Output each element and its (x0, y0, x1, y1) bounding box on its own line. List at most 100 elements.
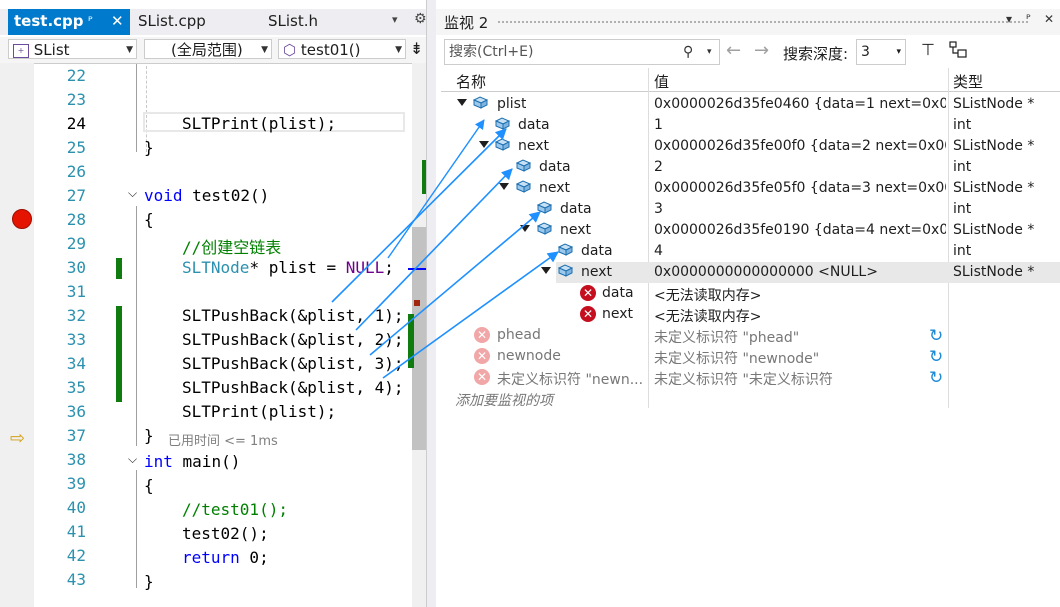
watch-type: SListNode * (953, 180, 1035, 196)
code-line-36[interactable]: SLTPrint(plist); (182, 402, 337, 421)
watch-row[interactable]: next 0x0000026d35fe00f0 {data=2 next=0x0… (441, 136, 1060, 157)
macro-name: NULL (345, 258, 385, 277)
watch-row[interactable]: ✕ 未定义标识符 "newn... 未定义标识符 "未定义标识符 ↻ (441, 367, 1060, 388)
split-icon[interactable]: ⇟ (410, 39, 424, 58)
watch-row[interactable]: data 3 int (441, 199, 1060, 220)
forward-arrow-icon[interactable]: → (754, 40, 770, 61)
code-line-37[interactable]: } (144, 426, 154, 445)
expand-hierarchy-icon[interactable] (948, 40, 968, 60)
indent-guide (146, 66, 147, 152)
watch-search-input[interactable]: 搜索(Ctrl+E) ⚲ ▾ (444, 39, 720, 65)
watch-row[interactable]: ✕ phead 未定义标识符 "phead" ↻ (441, 325, 1060, 346)
watch-name: data (539, 159, 571, 175)
breakpoint-icon[interactable] (12, 209, 32, 229)
member-dropdown[interactable]: ⬡ test01() ▼ (278, 39, 406, 59)
breakpoint-gutter[interactable] (0, 63, 34, 607)
pane-splitter[interactable] (426, 0, 436, 607)
code-line-43[interactable]: } (144, 572, 154, 591)
watch-name: next (518, 138, 550, 154)
watch-row[interactable]: data 4 int (441, 241, 1060, 262)
chevron-down-icon[interactable]: ▾ (1006, 12, 1013, 26)
column-value[interactable]: 值 (654, 73, 670, 91)
search-icon[interactable]: ⚲ (683, 44, 694, 60)
line-number: 27 (66, 186, 86, 205)
watch-value: 1 (654, 117, 663, 133)
column-name[interactable]: 名称 (456, 73, 487, 91)
variable-icon (516, 159, 531, 172)
back-arrow-icon[interactable]: ← (726, 40, 742, 61)
collapse-triangle-icon[interactable] (499, 183, 509, 190)
function-signature: test02() (182, 186, 270, 205)
line-number: 43 (66, 570, 86, 589)
watch-row-selected[interactable]: next 0x0000000000000000 <NULL> SListNode… (541, 262, 1060, 283)
column-type[interactable]: 类型 (953, 73, 984, 91)
watch-row[interactable]: next 0x0000026d35fe0190 {data=4 next=0x0… (441, 220, 1060, 241)
refresh-icon[interactable]: ↻ (929, 347, 944, 367)
column-divider[interactable] (648, 68, 649, 408)
collapse-triangle-icon[interactable] (479, 141, 489, 148)
column-divider[interactable] (948, 68, 949, 408)
code-line-41[interactable]: test02(); (182, 524, 269, 543)
watch-row[interactable]: data 2 int (441, 157, 1060, 178)
code-line-40[interactable]: //test01(); (182, 500, 288, 519)
code-line-33[interactable]: SLTPushBack(&plist, 2); (182, 330, 404, 349)
collapse-icon[interactable]: ⌵ (128, 186, 138, 200)
collapse-triangle-icon[interactable] (520, 225, 530, 232)
code-line-35[interactable]: SLTPushBack(&plist, 4); (182, 378, 404, 397)
watch-value: <无法读取内存> (654, 288, 762, 304)
tab-slist-h[interactable]: SList.h (268, 12, 319, 30)
watch-row[interactable]: ✕ next <无法读取内存> (441, 304, 1060, 325)
pin-icon[interactable]: ⊤ (921, 40, 935, 59)
code-line-28[interactable]: { (144, 210, 154, 229)
project-dropdown[interactable]: + SList ▼ (8, 39, 137, 59)
code-line-30[interactable]: SLTNode* plist = NULL; (182, 258, 394, 277)
add-watch-item[interactable]: 添加要监视的项 (455, 393, 553, 409)
instruction-pointer-icon: ⇨ (10, 428, 26, 449)
refresh-icon[interactable]: ↻ (929, 368, 944, 388)
code-line-34[interactable]: SLTPushBack(&plist, 3); (182, 354, 404, 373)
pin-icon[interactable]: ᴾ (88, 14, 93, 28)
watch-row[interactable]: data 1 int (441, 115, 1060, 136)
collapse-triangle-icon[interactable] (541, 267, 551, 274)
close-icon[interactable]: ✕ (1044, 12, 1055, 26)
tab-test-cpp[interactable]: test.cpp ᴾ ✕ (8, 9, 130, 35)
line-number: 33 (66, 330, 86, 349)
code-line-38[interactable]: int main() (144, 452, 240, 471)
tab-slist-cpp[interactable]: SList.cpp (138, 12, 206, 30)
collapse-triangle-icon[interactable] (457, 99, 467, 106)
line-number: 32 (66, 306, 86, 325)
collapse-icon[interactable]: ⌵ (128, 452, 138, 466)
watch-row[interactable]: ✕ newnode 未定义标识符 "newnode" ↻ (441, 346, 1060, 367)
close-icon[interactable]: ✕ (111, 12, 124, 30)
code-line-29[interactable]: //创建空链表 (182, 238, 282, 257)
watch-row[interactable]: plist 0x0000026d35fe0460 {data=1 next=0x… (441, 94, 1060, 115)
search-placeholder: 搜索(Ctrl+E) (449, 44, 534, 60)
drag-grip[interactable] (498, 21, 1028, 27)
keyword: return (182, 548, 240, 567)
error-icon: ✕ (474, 369, 490, 385)
code-line-42[interactable]: return 0; (182, 548, 269, 567)
watch-type: SListNode * (953, 138, 1035, 154)
code-line-39[interactable]: { (144, 476, 154, 495)
outline-line (136, 206, 137, 446)
watch-row[interactable]: next 0x0000026d35fe05f0 {data=3 next=0x0… (441, 178, 1060, 199)
watch-name: data (602, 285, 634, 301)
code-line-24[interactable]: SLTPrint(plist); (182, 114, 337, 133)
watch-name: newnode (497, 348, 561, 364)
tab-overflow-icon[interactable]: ▾ (392, 13, 398, 26)
scope-dropdown[interactable]: (全局范围) ▼ (144, 39, 272, 59)
gear-icon[interactable]: ⚙ (414, 11, 427, 27)
watch-title: 监视 2 (444, 14, 489, 32)
watch-row[interactable]: ✕ data <无法读取内存> (441, 283, 1060, 304)
watch-type: int (953, 201, 972, 217)
navigation-bar: + SList ▼ (全局范围) ▼ ⬡ test01() ▼ ⇟ (0, 37, 432, 64)
code-line-25[interactable]: } (144, 138, 154, 157)
pin-icon[interactable]: ᴾ (1026, 12, 1031, 26)
code-line-27[interactable]: void test02() (144, 186, 269, 205)
line-number: 34 (66, 354, 86, 373)
search-depth-dropdown[interactable]: 3 ▾ (856, 39, 906, 65)
chevron-down-icon[interactable]: ▾ (707, 47, 712, 57)
refresh-icon[interactable]: ↻ (929, 326, 944, 346)
scrollbar-thumb[interactable] (412, 227, 426, 450)
code-line-32[interactable]: SLTPushBack(&plist, 1); (182, 306, 404, 325)
